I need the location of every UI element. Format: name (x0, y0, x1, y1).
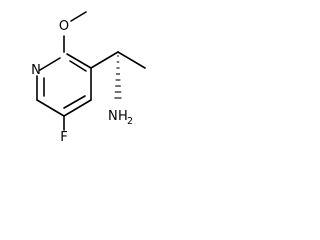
atom-label-amine-n: N (108, 109, 118, 124)
bond-c2-c3 (66, 53, 92, 69)
bond-c4-c5-inner (63, 95, 86, 109)
amine-label: N H 2 (108, 109, 133, 127)
bond-c5-c6 (36, 99, 65, 117)
atom-label-amine-h: H (118, 109, 128, 124)
pyridine-ring (36, 53, 92, 117)
hashed-wedge-bond (114, 55, 122, 99)
atom-label-oxygen: O (59, 19, 69, 34)
atom-label-amine-subscript: 2 (127, 116, 133, 127)
atom-label-nitrogen: N (31, 63, 41, 78)
bond-c2-c3-inner (69, 60, 87, 72)
ethylamine-sidechain (90, 51, 146, 99)
atom-label-fluorine: F (60, 130, 67, 145)
methoxy-group (63, 11, 87, 53)
bond-o-ch3 (70, 11, 87, 22)
bond-n1-c2 (39, 57, 61, 71)
bond-c4-c5 (63, 99, 92, 117)
structure-diagram: N O F N H 2 (31, 11, 146, 145)
bond-c3-calpha (90, 51, 119, 69)
bond-calpha-ch3 (117, 51, 146, 69)
